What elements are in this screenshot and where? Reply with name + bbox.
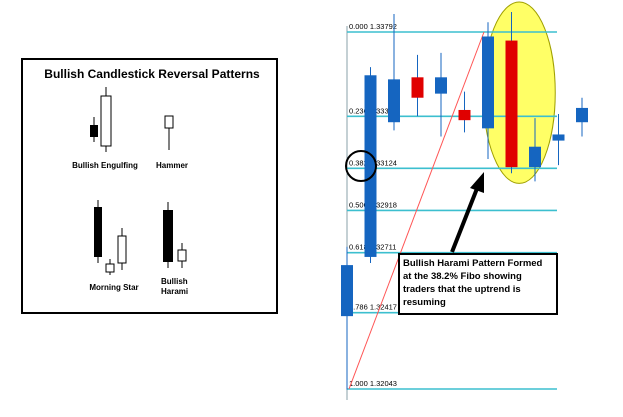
fibo-trend-line (348, 31, 485, 390)
candle-body (435, 77, 447, 94)
legend-title: Bullish Candlestick Reversal Patterns (44, 67, 260, 81)
engulfing-small-candle (90, 125, 98, 137)
fib-level-label: 1.000 1.32043 (349, 379, 397, 388)
label-harami-line2: Harami (161, 287, 188, 296)
candle-body (411, 77, 424, 98)
harami-large-candle (163, 210, 173, 262)
candles (341, 11, 588, 390)
legend-box-frame (21, 58, 278, 314)
candle-body (505, 40, 518, 168)
pattern-bullish-engulfing: Bullish Engulfing (72, 87, 138, 170)
callout-line-1: Bullish Harami Pattern Formed (403, 258, 543, 269)
candle-body (364, 75, 377, 257)
callout-line-3: traders that the uptrend is (403, 284, 521, 295)
harami-callout: Bullish Harami Pattern Formed at the 38.… (398, 253, 558, 315)
candle-body (529, 146, 541, 168)
highlight-layer (482, 1, 556, 184)
callout-box (398, 253, 558, 315)
pattern-hammer: Hammer (156, 115, 188, 170)
pattern-legend-box: Bullish Candlestick Reversal Patterns Bu… (21, 58, 278, 314)
callout-arrow (450, 172, 484, 253)
harami-highlight-ellipse (482, 1, 556, 184)
fib-level-label: 0.786 1.32417 (349, 303, 397, 312)
star-first-candle (94, 207, 102, 257)
hammer-body (164, 115, 174, 129)
trend-line-layer (348, 31, 485, 390)
arrow-head (470, 172, 484, 193)
candle-body (482, 36, 494, 129)
harami-small-candle (177, 249, 187, 262)
label-hammer: Hammer (156, 161, 188, 170)
candle-body (552, 134, 565, 141)
label-morning-star: Morning Star (89, 283, 138, 292)
candle-body (576, 107, 588, 123)
engulfing-large-candle (100, 95, 112, 147)
callout-line-2: at the 38.2% Fibo showing (403, 271, 522, 282)
candle-body (388, 79, 400, 123)
candle-body (458, 109, 471, 121)
fib-level-label: 0.000 1.33792 (349, 22, 397, 31)
callout-line-4: resuming (403, 297, 446, 308)
fibo-382-circle-marker (345, 150, 377, 182)
star-middle-candle (105, 263, 115, 273)
candle-body (341, 265, 353, 317)
arrow-shaft (450, 185, 480, 253)
pattern-morning-star: Morning Star (89, 200, 139, 292)
label-harami-line1: Bullish (161, 277, 188, 286)
star-third-candle (117, 235, 127, 264)
label-bullish-engulfing: Bullish Engulfing (72, 161, 138, 170)
pattern-bullish-harami: Bullish Harami (161, 202, 188, 296)
